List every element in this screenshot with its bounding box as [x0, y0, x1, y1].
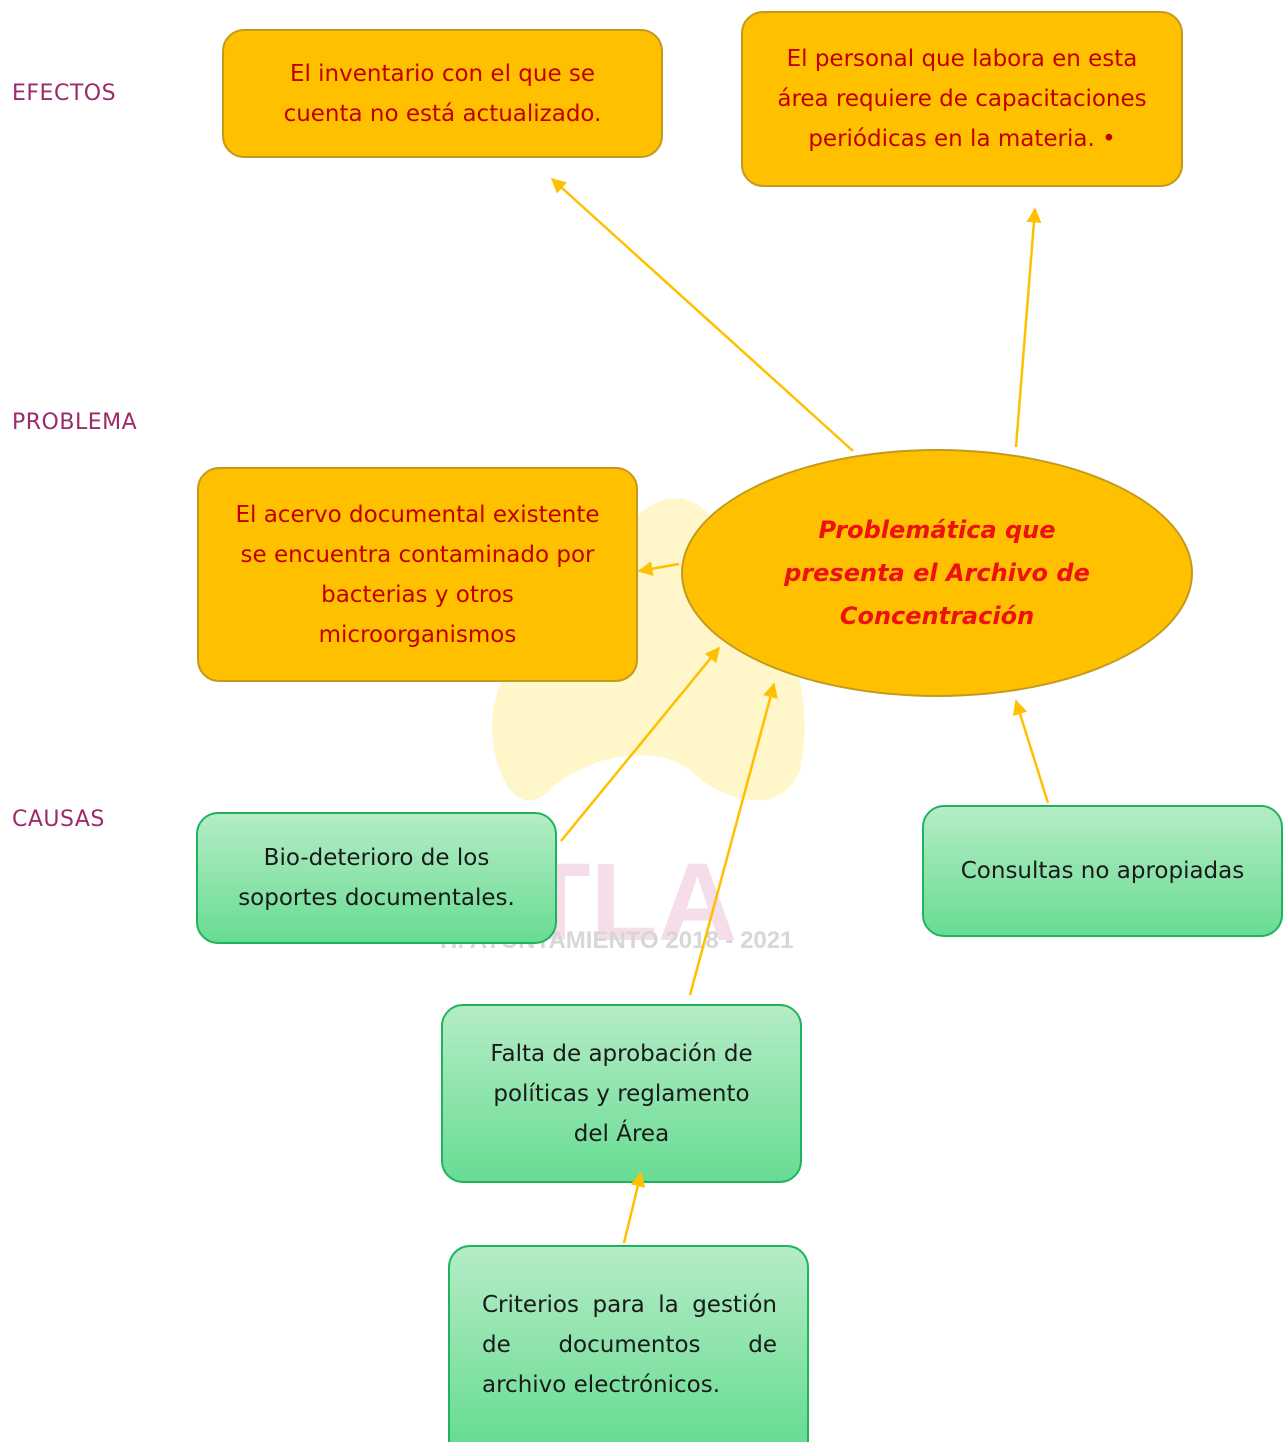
arrow-policies-to-problem [688, 682, 778, 996]
arrow-consultations-to-problem [1012, 699, 1050, 804]
cause-policies-box: Falta de aprobación de políticas y regla… [441, 1004, 802, 1183]
cause-criteria-text: Criterios para la gestión de documentos … [482, 1291, 777, 1398]
arrow-criteria-to-policies [622, 1171, 646, 1244]
cause-criteria-box: Criterios para la gestión de documentos … [448, 1245, 809, 1442]
cause-consultations-box: Consultas no apropiadas [922, 805, 1283, 937]
effect-inventory-text: El inventario con el que se cuenta no es… [283, 60, 602, 127]
arrow-problem-to-contamination [637, 561, 680, 577]
effect-training-box: El personal que labora en esta área requ… [741, 11, 1183, 187]
cause-policies-text: Falta de aprobación de políticas y regla… [490, 1040, 753, 1147]
effect-inventory-box: El inventario con el que se cuenta no es… [222, 29, 663, 158]
problem-contamination-box: El acervo documental existente se encuen… [197, 467, 638, 682]
arrow-biodeterioration-to-problem [560, 646, 720, 842]
label-efectos: EFECTOS [12, 81, 117, 106]
label-causas: CAUSAS [12, 807, 105, 832]
central-problem-ellipse: Problemática que presenta el Archivo de … [681, 449, 1193, 697]
central-problem-text: Problemática que presenta el Archivo de … [784, 515, 1090, 630]
problem-contamination-text: El acervo documental existente se encuen… [235, 501, 600, 648]
effect-training-text: El personal que labora en esta área requ… [777, 46, 1147, 152]
cause-biodeterioration-box: Bio-deterioro de los soportes documental… [196, 812, 557, 944]
cause-biodeterioration-text: Bio-deterioro de los soportes documental… [238, 845, 515, 911]
arrow-problem-to-inventory [550, 177, 854, 452]
arrow-problem-to-training [1014, 207, 1042, 448]
cause-consultations-text: Consultas no apropiadas [960, 858, 1245, 884]
label-problema: PROBLEMA [12, 410, 138, 435]
